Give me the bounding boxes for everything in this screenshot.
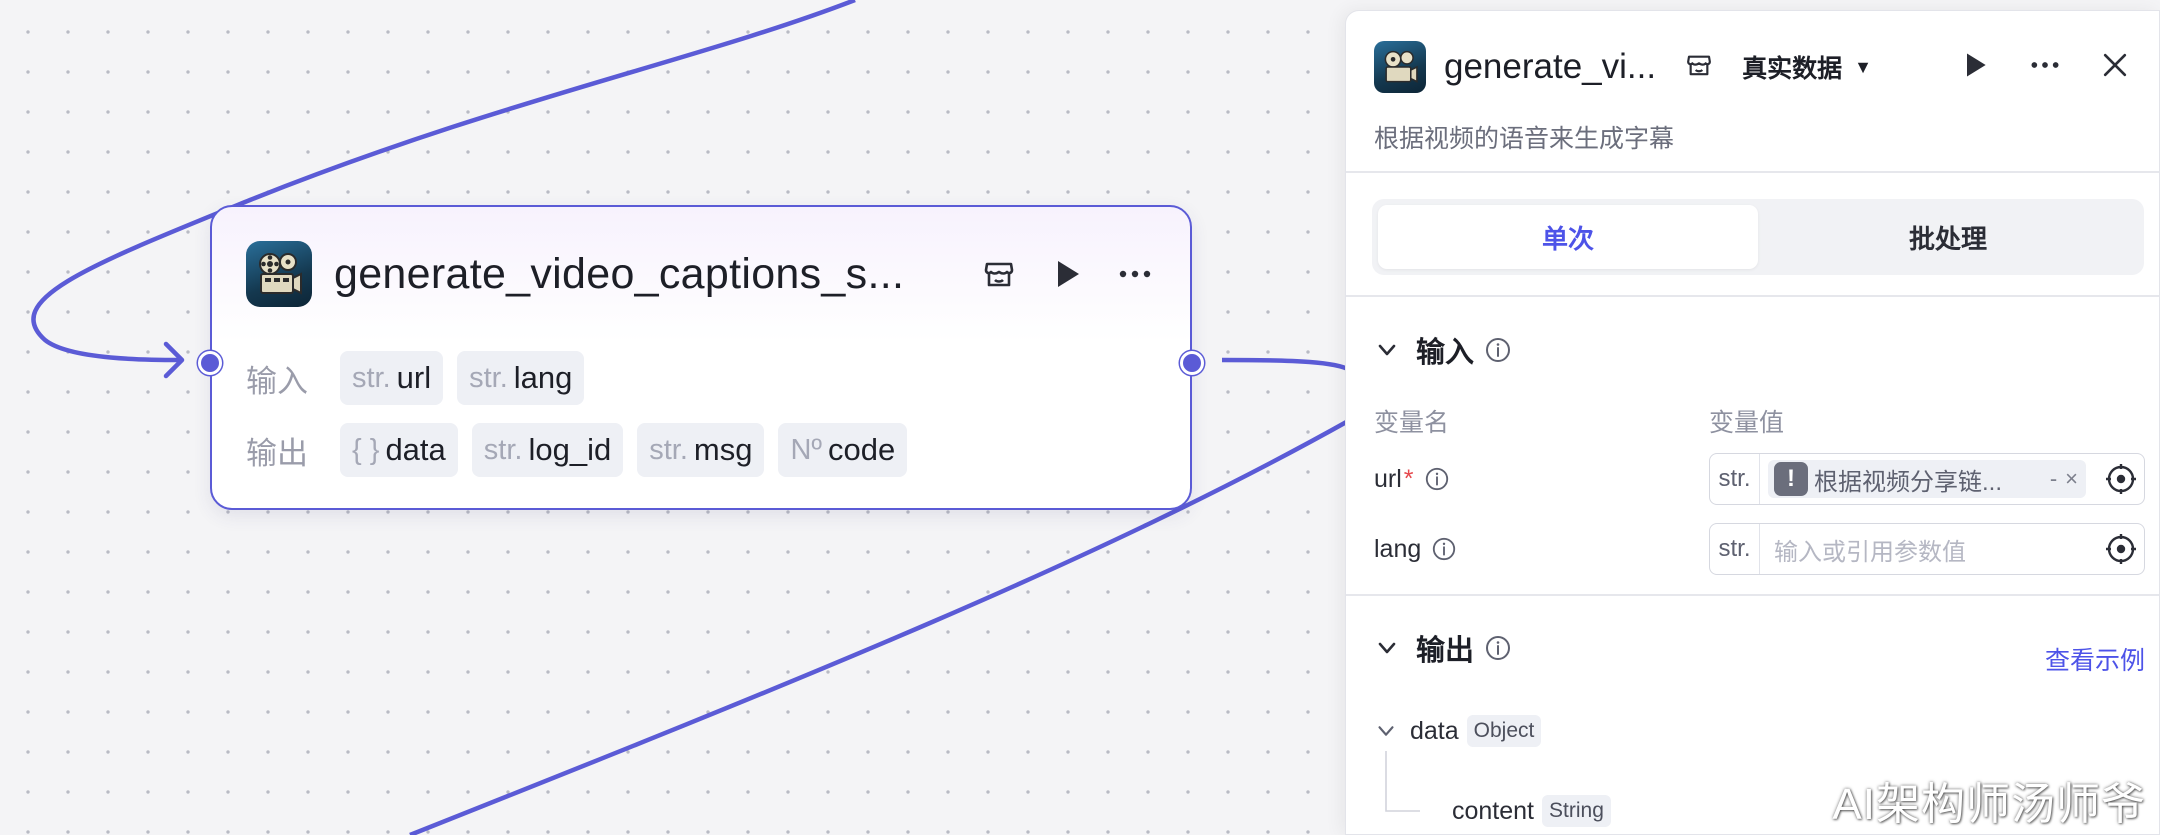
type-tag: Object: [1466, 715, 1542, 747]
output-tree-data[interactable]: data Object: [1374, 715, 1542, 747]
divider: [1346, 594, 2159, 596]
lang-placeholder[interactable]: 输入或引用参数值: [1774, 538, 1966, 566]
chevron-down-icon: [1378, 726, 1394, 736]
panel-title: generate_vi...: [1444, 47, 1657, 86]
output-param-log-id: str.log_id: [471, 423, 624, 477]
incoming-edge-arrow: [163, 341, 185, 379]
info-circle-icon[interactable]: [1484, 336, 1512, 364]
more-horizontal-icon[interactable]: [2029, 49, 2061, 86]
play-icon[interactable]: [1959, 49, 1991, 86]
lang-value-field[interactable]: str. 输入或引用参数值: [1709, 523, 2145, 575]
incoming-edge: [31, 0, 856, 363]
var-name-url: url: [1374, 464, 1402, 493]
close-icon[interactable]: [2099, 49, 2131, 86]
node-inputs-row: 输入 str.url str.lang: [246, 351, 585, 405]
node-title: generate_video_captions_s...: [334, 249, 905, 298]
type-label: str.: [1710, 454, 1760, 504]
data-mode-dropdown[interactable]: 真实数据▼: [1742, 55, 1872, 83]
type-tag: String: [1542, 795, 1611, 827]
target-icon[interactable]: [2104, 532, 2138, 566]
workflow-node[interactable]: generate_video_captions_s... 输入 str.url …: [198, 205, 1204, 510]
panel-header: generate_vi... 真实数据▼: [1374, 39, 2131, 95]
chevron-down-icon: [1378, 642, 1396, 654]
play-icon[interactable]: [1046, 253, 1088, 295]
run-mode-tabs: 单次 批处理: [1372, 199, 2144, 275]
type-label: str.: [1710, 524, 1760, 574]
output-param-msg: str.msg: [637, 423, 765, 477]
column-var-name: 变量名: [1374, 409, 1450, 437]
reference-chip[interactable]: ! 根据视频分享链... - ×: [1768, 460, 2086, 498]
input-section-header[interactable]: 输入: [1374, 329, 1512, 371]
chevron-down-icon: [1378, 344, 1396, 356]
output-param-data: { }data: [340, 423, 458, 477]
store-icon[interactable]: [978, 253, 1020, 295]
clear-reference-button[interactable]: ×: [2065, 466, 2078, 491]
inputs-label: 输入: [246, 363, 308, 399]
var-row-url: url* str. ! 根据视频分享链... - ×: [1374, 453, 2145, 505]
outgoing-edge: [1221, 357, 1352, 373]
column-var-value: 变量值: [1709, 409, 1785, 437]
divider: [1346, 171, 2159, 173]
film-reel-icon: [246, 241, 312, 307]
caret-down-icon: ▼: [1854, 56, 1872, 77]
info-circle-icon[interactable]: [1484, 634, 1512, 662]
output-section-header[interactable]: 输出: [1374, 627, 1512, 669]
input-param-lang: str.lang: [457, 351, 585, 405]
store-icon[interactable]: [1684, 50, 1714, 85]
view-example-link[interactable]: 查看示例: [2044, 647, 2145, 675]
divider: [1346, 295, 2159, 297]
url-value-field[interactable]: str. ! 根据视频分享链... - ×: [1709, 453, 2145, 505]
required-mark: *: [1403, 464, 1414, 493]
node-output-port[interactable]: [1180, 351, 1204, 375]
more-horizontal-icon[interactable]: [1114, 253, 1156, 295]
tab-single[interactable]: 单次: [1378, 205, 1758, 269]
film-reel-icon: [1374, 41, 1426, 93]
var-row-lang: lang str. 输入或引用参数值: [1374, 523, 2145, 575]
output-tree-content: content String: [1452, 795, 1611, 827]
node-input-port[interactable]: [198, 351, 222, 375]
node-header: generate_video_captions_s...: [246, 241, 1156, 307]
panel-description: 根据视频的语音来生成字幕: [1374, 125, 1675, 153]
info-circle-icon[interactable]: [1431, 536, 1457, 562]
input-param-url: str.url: [340, 351, 444, 405]
var-name-lang: lang: [1374, 534, 1422, 563]
watermark-text: AI架构师汤师爷: [1832, 780, 2146, 829]
tab-batch[interactable]: 批处理: [1908, 223, 1987, 254]
exclamation-icon: !: [1774, 462, 1808, 496]
target-icon[interactable]: [2104, 462, 2138, 496]
info-circle-icon[interactable]: [1424, 466, 1450, 492]
node-config-panel: generate_vi... 真实数据▼ 根据视频的语音来生成字幕 单次 批处理…: [1345, 10, 2160, 835]
lower-edge: [409, 418, 1352, 835]
outputs-label: 输出: [246, 435, 308, 471]
tree-connector: [1385, 751, 1420, 812]
reference-dash: -: [2049, 466, 2058, 491]
reference-text: 根据视频分享链...: [1814, 468, 2003, 496]
